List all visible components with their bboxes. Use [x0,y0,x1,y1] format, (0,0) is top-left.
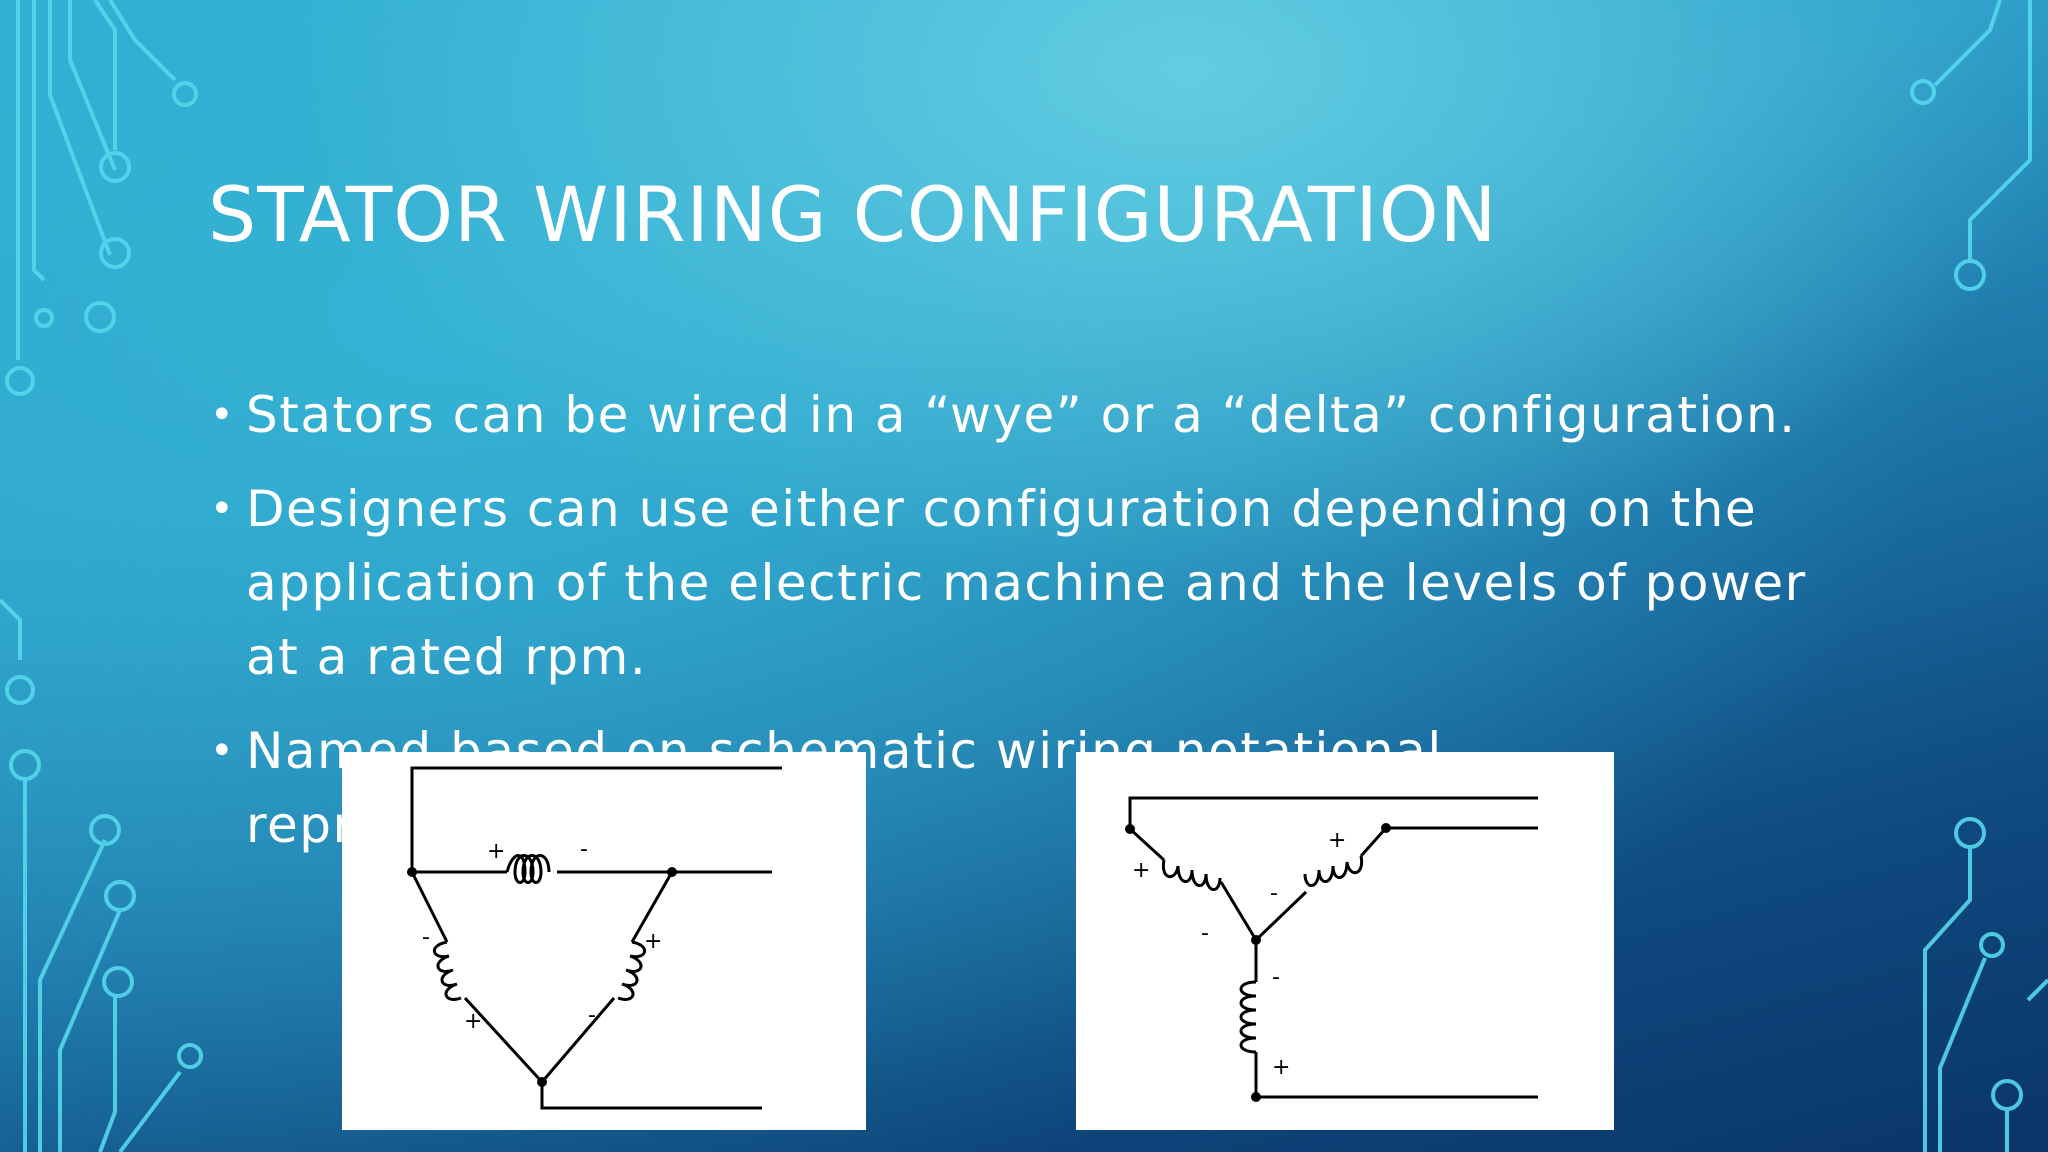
bullet-dot-icon: • [210,728,236,774]
delta-top-minus: - [580,837,588,862]
wye-right-minus: - [1270,881,1278,906]
wye-left-plus: + [1132,858,1150,883]
wye-left-minus: - [1201,921,1209,946]
delta-right-plus: + [644,929,662,954]
wye-diagram: + - + - - + [1076,752,1614,1130]
bullet-item: •Stators can be wired in a “wye” or a “d… [208,378,1848,452]
wye-right-plus: + [1328,828,1346,853]
bullet-dot-icon: • [210,486,236,532]
delta-left-plus: + [464,1009,482,1034]
slide-title: STATOR WIRING CONFIGURATION [208,170,1498,259]
wye-bottom-minus: - [1272,965,1280,990]
wye-bottom-plus: + [1272,1055,1290,1080]
delta-diagram: + - - + + - [342,752,866,1130]
wye-schematic: + - + - - + [1125,796,1538,1102]
delta-left-minus: - [422,925,430,950]
delta-top-plus: + [487,839,505,864]
delta-schematic: + - - + + - [407,766,782,1110]
bullet-dot-icon: • [210,392,236,438]
delta-right-minus: - [588,1003,596,1028]
bullet-item: •Designers can use either configuration … [208,472,1848,694]
